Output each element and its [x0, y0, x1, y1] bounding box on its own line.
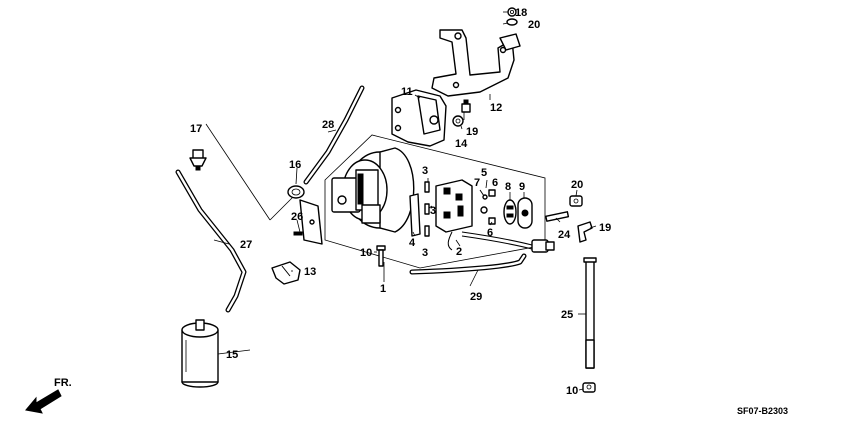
callout-3-bottom: 3 [422, 247, 428, 259]
callout-11: 10 [566, 385, 578, 397]
callout-26: 26 [291, 211, 303, 223]
callout-5: 5 [481, 167, 487, 179]
callout-9: 9 [519, 181, 525, 193]
callout-24: 24 [558, 229, 571, 241]
callout-7: 7 [474, 177, 480, 189]
front-arrow-icon [25, 389, 62, 414]
canister-16 [181, 319, 219, 388]
clip-6 [488, 189, 496, 225]
leader-18-bracket [269, 195, 295, 221]
bolt-22 [461, 99, 471, 113]
housing-9 [517, 197, 533, 229]
callout-28: 28 [322, 119, 334, 131]
fitting-19 [577, 221, 593, 243]
gasket-4 [409, 193, 421, 237]
callout-4: 4 [409, 237, 416, 249]
clamp-17 [287, 185, 305, 199]
pin-3 [424, 181, 430, 237]
bracket-26 [293, 199, 323, 245]
callout-19: 19 [599, 222, 611, 234]
callout-2: 2 [456, 246, 462, 258]
callout-3-top: 3 [422, 165, 428, 177]
callout-16: 15 [226, 349, 238, 361]
bolt-10 [376, 245, 386, 267]
nut-20 [569, 195, 583, 207]
callout-17: 16 [289, 159, 301, 171]
callout-18: 17 [190, 123, 202, 135]
callout-12: 11 [401, 86, 413, 98]
washer-23 [506, 18, 518, 26]
washer-5 [480, 206, 488, 214]
actuator-1 [331, 147, 415, 233]
callout-1: 1 [380, 283, 386, 295]
callout-8: 8 [505, 181, 511, 193]
callout-3-mid: 3 [430, 205, 436, 217]
front-label: FR. [54, 377, 72, 389]
callout-14: 13 [304, 266, 316, 278]
nut-11 [582, 382, 596, 393]
callout-6-bottom: 6 [487, 227, 493, 239]
callout-13: 12 [490, 102, 502, 114]
bracket-12 [391, 89, 447, 147]
callout-27: 27 [240, 239, 252, 251]
callout-21: 18 [515, 7, 527, 19]
harness-connector [461, 231, 555, 253]
solenoid-valve [435, 179, 473, 251]
check-valve-18 [189, 149, 207, 171]
nut-15 [452, 115, 464, 127]
hose-28 [303, 85, 365, 185]
callout-22: 19 [466, 126, 478, 138]
callout-29: 29 [470, 291, 482, 303]
callout-6-top: 6 [492, 177, 498, 189]
filter-8 [503, 199, 517, 225]
leader-lines [213, 11, 597, 391]
rod-25 [583, 257, 597, 369]
hose-27 [175, 169, 247, 313]
leader-18-right [205, 123, 271, 221]
clip-14 [271, 261, 301, 285]
callout-10: 10 [360, 247, 372, 259]
diagram-code: SF07-B2303 [737, 406, 788, 416]
callout-labels: 18 20 12 11 19 14 28 17 16 26 13 27 15 3… [190, 7, 611, 397]
callout-20: 20 [571, 179, 583, 191]
pin-24 [545, 211, 570, 222]
screw-7 [479, 189, 488, 200]
callout-25: 25 [561, 309, 573, 321]
callout-15: 14 [455, 138, 468, 150]
callout-23: 20 [528, 19, 540, 31]
hose-29 [409, 253, 527, 275]
bracket-13 [431, 29, 521, 97]
